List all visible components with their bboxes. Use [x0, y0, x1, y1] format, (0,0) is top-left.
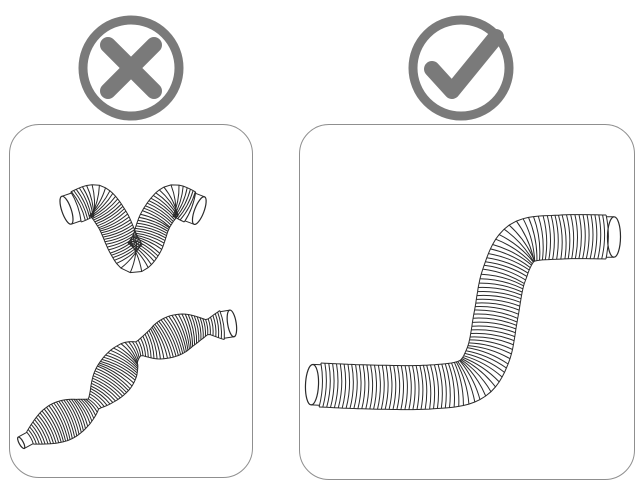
hose-s-curve-illustration	[305, 215, 621, 410]
hose-twisted-illustration	[16, 309, 238, 449]
correct-example-panel	[299, 124, 635, 480]
cross-circle-icon	[76, 13, 186, 123]
check-circle-icon	[406, 13, 516, 123]
hose-u-bend-illustration	[57, 185, 209, 273]
incorrect-example-panel	[9, 124, 253, 478]
